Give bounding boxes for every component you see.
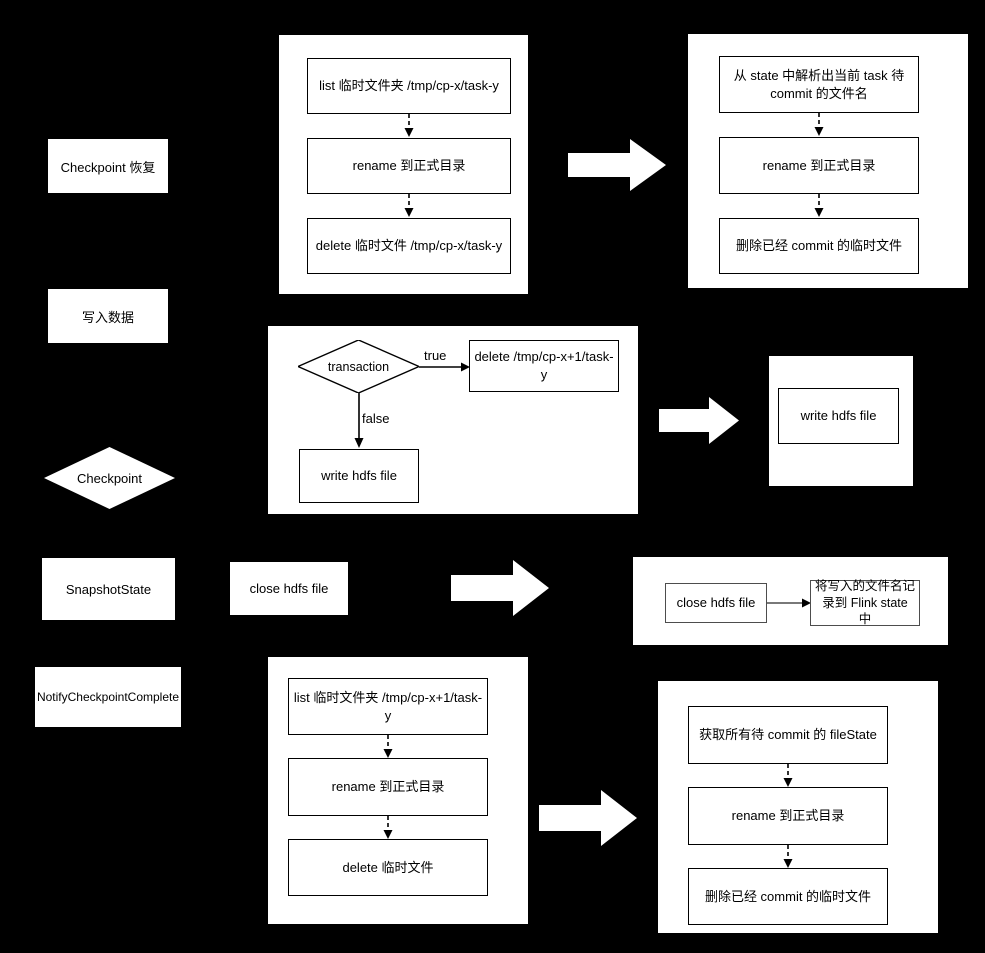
row1-transition-arrow-icon [568, 139, 666, 191]
row4-left-node-3: delete 临时文件 [288, 839, 488, 896]
row2-edge-true [419, 359, 471, 375]
row3-transition-arrow-icon [451, 558, 549, 618]
stage-label-checkpoint-diamond: Checkpoint [44, 447, 175, 509]
row2-decision-transaction: transaction [298, 340, 419, 393]
row1-right-connector-1 [809, 113, 829, 137]
node-label: close hdfs file [676, 595, 756, 611]
node-label: write hdfs file [800, 408, 877, 424]
row2-edge-false [349, 393, 369, 449]
row2-left-node-delete: delete /tmp/cp-x+1/task-y [469, 340, 619, 392]
node-label: rename 到正式目录 [352, 158, 466, 174]
stage-label-write-data: 写入数据 [48, 289, 168, 343]
row4-left-connector-1 [378, 735, 398, 759]
row1-left-node-2: rename 到正式目录 [307, 138, 511, 194]
stage-label-text: NotifyCheckpointComplete [36, 690, 180, 704]
node-label: delete /tmp/cp-x+1/task-y [474, 349, 614, 382]
row4-right-node-3: 删除已经 commit 的临时文件 [688, 868, 888, 925]
row4-right-connector-2 [778, 845, 798, 869]
node-label: 删除已经 commit 的临时文件 [704, 888, 872, 904]
row4-left-connector-2 [378, 816, 398, 840]
node-label: delete 临时文件 [342, 859, 434, 875]
node-label: 删除已经 commit 的临时文件 [735, 238, 903, 254]
row2-edge-label-false: false [362, 411, 390, 426]
diamond-label: Checkpoint [76, 470, 143, 486]
node-label: 从 state 中解析出当前 task 待 commit 的文件名 [733, 67, 905, 101]
row1-left-node-3: delete 临时文件 /tmp/cp-x/task-y [307, 218, 511, 274]
row4-transition-arrow-icon [539, 788, 637, 848]
stage-label-snapshot-state: SnapshotState [42, 558, 175, 620]
row1-left-connector-1 [399, 114, 419, 138]
node-label: rename 到正式目录 [762, 157, 876, 173]
node-label: close hdfs file [249, 580, 329, 596]
row1-left-node-1: list 临时文件夹 /tmp/cp-x/task-y [307, 58, 511, 114]
node-label: 获取所有待 commit 的 fileState [699, 727, 877, 743]
row4-right-node-2: rename 到正式目录 [688, 787, 888, 845]
row3-left-node-close: close hdfs file [229, 561, 349, 616]
stage-label-text: SnapshotState [65, 581, 152, 597]
diamond-shape [44, 447, 175, 509]
row2-edge-label-true: true [424, 348, 447, 363]
row1-right-node-3: 删除已经 commit 的临时文件 [719, 218, 919, 274]
stage-label-text: 写入数据 [81, 309, 134, 325]
row4-left-node-2: rename 到正式目录 [288, 758, 488, 816]
row3-right-node-flink-state: 将写入的文件名记录到 Flink state 中 [810, 578, 920, 627]
node-label: write hdfs file [321, 468, 397, 484]
node-label: rename 到正式目录 [331, 779, 445, 795]
stage-label-text: Checkpoint 恢复 [60, 159, 156, 175]
row4-left-node-1: list 临时文件夹 /tmp/cp-x+1/task-y [288, 678, 488, 735]
node-label: list 临时文件夹 /tmp/cp-x+1/task-y [293, 689, 483, 723]
stage-label-checkpoint-recover: Checkpoint 恢复 [48, 139, 168, 193]
row2-transition-arrow-icon [659, 397, 739, 444]
row1-left-connector-2 [399, 194, 419, 218]
row1-right-node-1: 从 state 中解析出当前 task 待 commit 的文件名 [719, 56, 919, 113]
node-label: list 临时文件夹 /tmp/cp-x/task-y [319, 78, 499, 94]
decision-label: transaction [327, 359, 390, 374]
node-label: rename 到正式目录 [731, 808, 845, 824]
row4-right-connector-1 [778, 764, 798, 788]
diamond-shape [298, 340, 419, 393]
row1-right-connector-2 [809, 194, 829, 218]
node-label: 将写入的文件名记录到 Flink state 中 [815, 578, 916, 627]
row3-right-connector [767, 595, 812, 611]
row2-left-node-write: write hdfs file [299, 449, 419, 503]
row2-right-node-write: write hdfs file [778, 388, 899, 444]
row1-right-node-2: rename 到正式目录 [719, 137, 919, 194]
node-label: delete 临时文件 /tmp/cp-x/task-y [315, 238, 503, 254]
stage-label-notify-checkpoint-complete: NotifyCheckpointComplete [35, 667, 181, 727]
row4-right-node-1: 获取所有待 commit 的 fileState [688, 706, 888, 764]
row3-right-node-close: close hdfs file [665, 583, 767, 623]
